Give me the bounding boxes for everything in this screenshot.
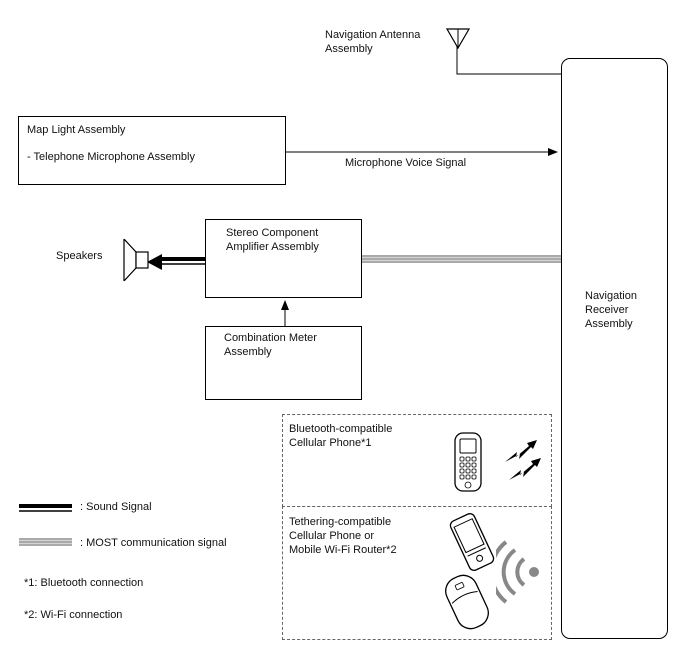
note-wifi: *2: Wi-Fi connection xyxy=(24,609,123,621)
telephone-mic-label: - Telephone Microphone Assembly xyxy=(27,151,195,163)
speaker-icon xyxy=(123,239,149,281)
cellular-phone-icon xyxy=(454,432,482,492)
tethering-group: Tethering-compatible Cellular Phone or M… xyxy=(282,506,552,640)
combination-meter-box: Combination Meter Assembly xyxy=(205,326,362,400)
wifi-signal-icon xyxy=(496,540,539,604)
speakers-label: Speakers xyxy=(56,250,103,262)
amplifier-box: Stereo Component Amplifier Assembly xyxy=(205,219,362,298)
legend-most-signal: : MOST communication signal xyxy=(80,537,227,549)
antenna-wire xyxy=(456,46,561,75)
nav-antenna-label: Navigation Antenna Assembly xyxy=(325,29,421,55)
map-light-label: Map Light Assembly xyxy=(27,124,126,136)
sound-signal-arrowhead xyxy=(147,254,162,270)
microphone-signal-label: Microphone Voice Signal xyxy=(345,157,467,169)
wifi-router-icon xyxy=(445,574,489,630)
combination-meter-label: Combination Meter Assembly xyxy=(224,332,317,358)
bluetooth-wireless-icon xyxy=(505,440,541,480)
antenna-icon xyxy=(445,28,471,49)
tethering-device-label: Tethering-compatible Cellular Phone or M… xyxy=(289,516,397,556)
navigation-receiver-label: Navigation Receiver Assembly xyxy=(585,290,637,330)
navigation-receiver-box: Navigation Receiver Assembly xyxy=(561,58,668,639)
bluetooth-phone-label: Bluetooth-compatible Cellular Phone*1 xyxy=(289,423,393,449)
smartphone-icon xyxy=(449,513,495,571)
note-bluetooth: *1: Bluetooth connection xyxy=(24,577,144,589)
amplifier-label: Stereo Component Amplifier Assembly xyxy=(226,227,319,253)
map-light-box: Map Light Assembly - Telephone Microphon… xyxy=(18,116,286,185)
legend-sound-signal: : Sound Signal xyxy=(80,501,152,513)
